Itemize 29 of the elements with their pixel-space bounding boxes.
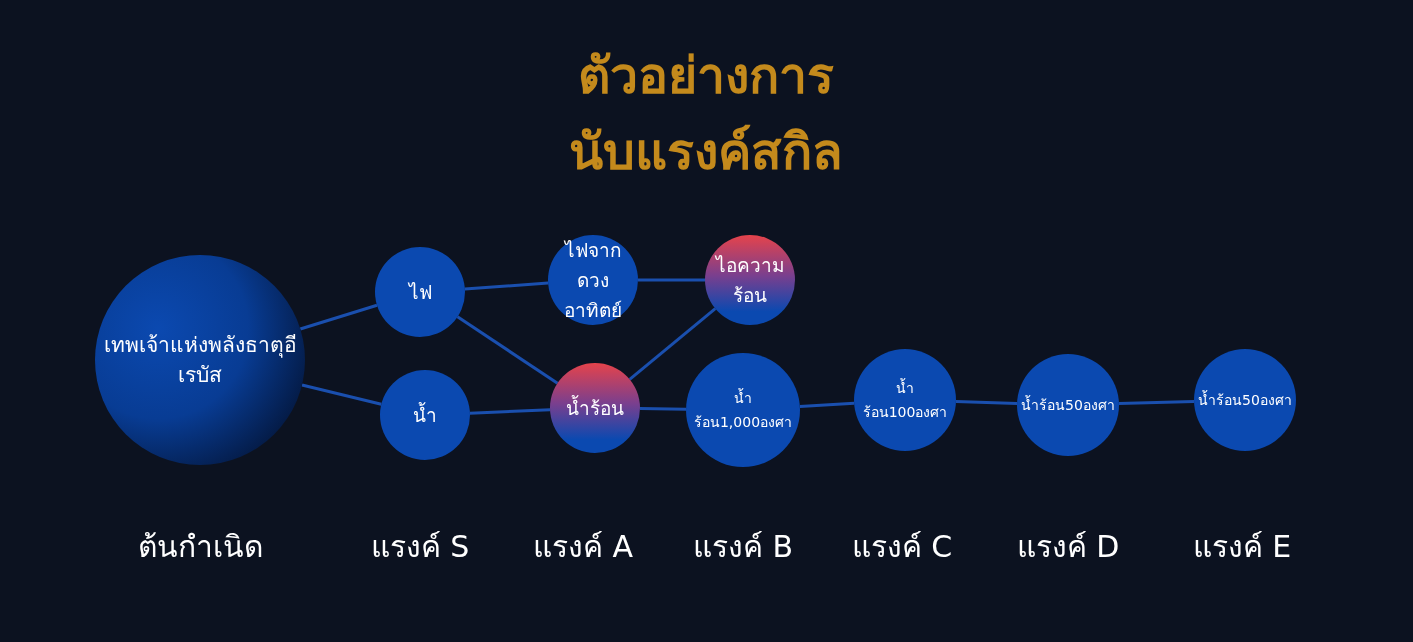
node-label: ไฟ [407,280,433,305]
connector-line [639,407,687,411]
connector-line [628,307,717,381]
node-label: น้ำร้อน50องศา [1198,389,1292,410]
connector-line [638,278,705,282]
connector-line [299,303,378,331]
node-label: น้ำ [412,401,438,428]
node-label: ไอความร้อน [714,253,786,308]
rank-label: แรงค์ A [531,528,635,566]
node-label: น้ำร้อน1,000องศา [692,387,794,432]
connector-line [469,408,551,415]
connector-line [1118,399,1195,406]
rank-label: แรงค์ E [1191,528,1293,566]
rank-label: แรงค์ D [1015,528,1121,566]
node-label: ไฟจากดวงอาทิตย์ [563,238,623,323]
rank-label: แรงค์ S [369,528,471,566]
connector-line [955,400,1018,405]
node-label: น้ำร้อน50องศา [1021,394,1115,415]
node-label: น้ำร้อน [565,394,625,421]
rank-label: ต้นกำเนิด [136,528,264,566]
connector-line [301,383,382,406]
connector-line [456,315,559,385]
connector-line [464,281,549,291]
connector-line [799,401,855,408]
node-label: เทพเจ้าแห่งพลังธาตุอีเรบัส [102,332,298,389]
title: ตัวอย่างการนับแรงค์สกิล [568,46,844,183]
rank-label: แรงค์ C [850,528,954,566]
node-label: น้ำร้อน100องศา [861,377,949,422]
rank-label: แรงค์ B [691,528,795,566]
